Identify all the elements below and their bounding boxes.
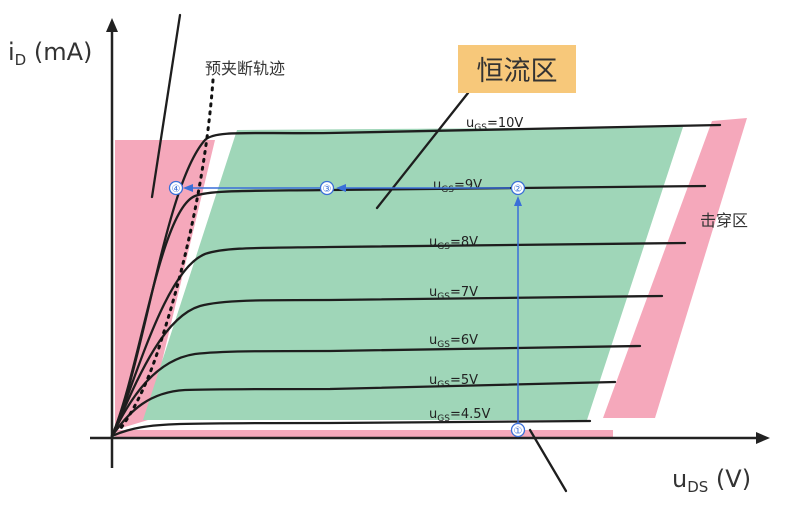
vertical-arrowhead: [514, 196, 522, 206]
marker-2: ②: [510, 180, 526, 196]
constant-current-label: 恒流区: [477, 56, 558, 87]
cutoff-region: [115, 430, 613, 438]
marker-4-text: ④: [172, 184, 181, 195]
markers: ① ② ③ ④: [168, 180, 526, 438]
curve-ugs-9v: [110, 184, 707, 438]
breakdown-callout-line: [528, 428, 568, 493]
curve-ugs-4.5v: [110, 419, 592, 438]
curve-label-4.5v: uGS=4.5V: [429, 407, 491, 424]
marker-3-circle: [319, 180, 335, 196]
curve-label-10v: uGS=10V: [466, 116, 523, 133]
y-axis-arrowhead: [106, 18, 118, 32]
pinchoff-steep-line: [150, 13, 182, 199]
y-axis-label: iD (mA): [8, 38, 92, 69]
curve-label-8v: uGS=8V: [429, 235, 478, 252]
curve-label-5v: uGS=5V: [429, 373, 478, 390]
marker-3: ③: [319, 180, 335, 196]
breakdown-region: [603, 118, 747, 418]
curve-ugs-8v: [110, 241, 687, 438]
marker-2-text: ②: [514, 184, 523, 195]
curve-ugs-5v: [110, 380, 617, 438]
constant-current-region: [143, 127, 683, 420]
breakdown-label: 击穿区: [700, 211, 748, 230]
x-axis-arrowhead: [756, 432, 770, 444]
operating-path: [183, 184, 522, 430]
horizontal-arrowhead-to-3: [336, 184, 346, 192]
curve-label-7v: uGS=7V: [429, 285, 478, 302]
marker-3-text: ③: [323, 184, 332, 195]
marker-2-circle: [510, 180, 526, 196]
marker-4: ④: [168, 180, 184, 196]
curve-label-6v: uGS=6V: [429, 333, 478, 350]
axes: [90, 18, 770, 468]
x-axis-label: uDS (V): [672, 465, 751, 496]
curve-label-9v: uGS=9V: [433, 178, 482, 195]
marker-4-circle: [168, 180, 184, 196]
characteristic-curves: [110, 13, 722, 493]
constant-current-callout-line: [375, 91, 470, 210]
marker-1: ①: [510, 422, 526, 438]
constant-current-callout-box: [458, 45, 576, 93]
marker-1-text: ①: [514, 426, 523, 437]
marker-1-circle: [510, 422, 526, 438]
variable-resistance-region: [115, 140, 215, 430]
curve-ugs-6v: [110, 344, 642, 438]
horizontal-arrowhead-to-4: [183, 184, 193, 192]
pinchoff-trace-dotted: [116, 78, 215, 434]
curve-ugs-7v: [110, 294, 664, 438]
pinchoff-trace-label: 预夹断轨迹: [205, 59, 285, 78]
curve-labels: uGS=10V uGS=9V uGS=8V uGS=7V uGS=6V uGS=…: [429, 116, 523, 424]
